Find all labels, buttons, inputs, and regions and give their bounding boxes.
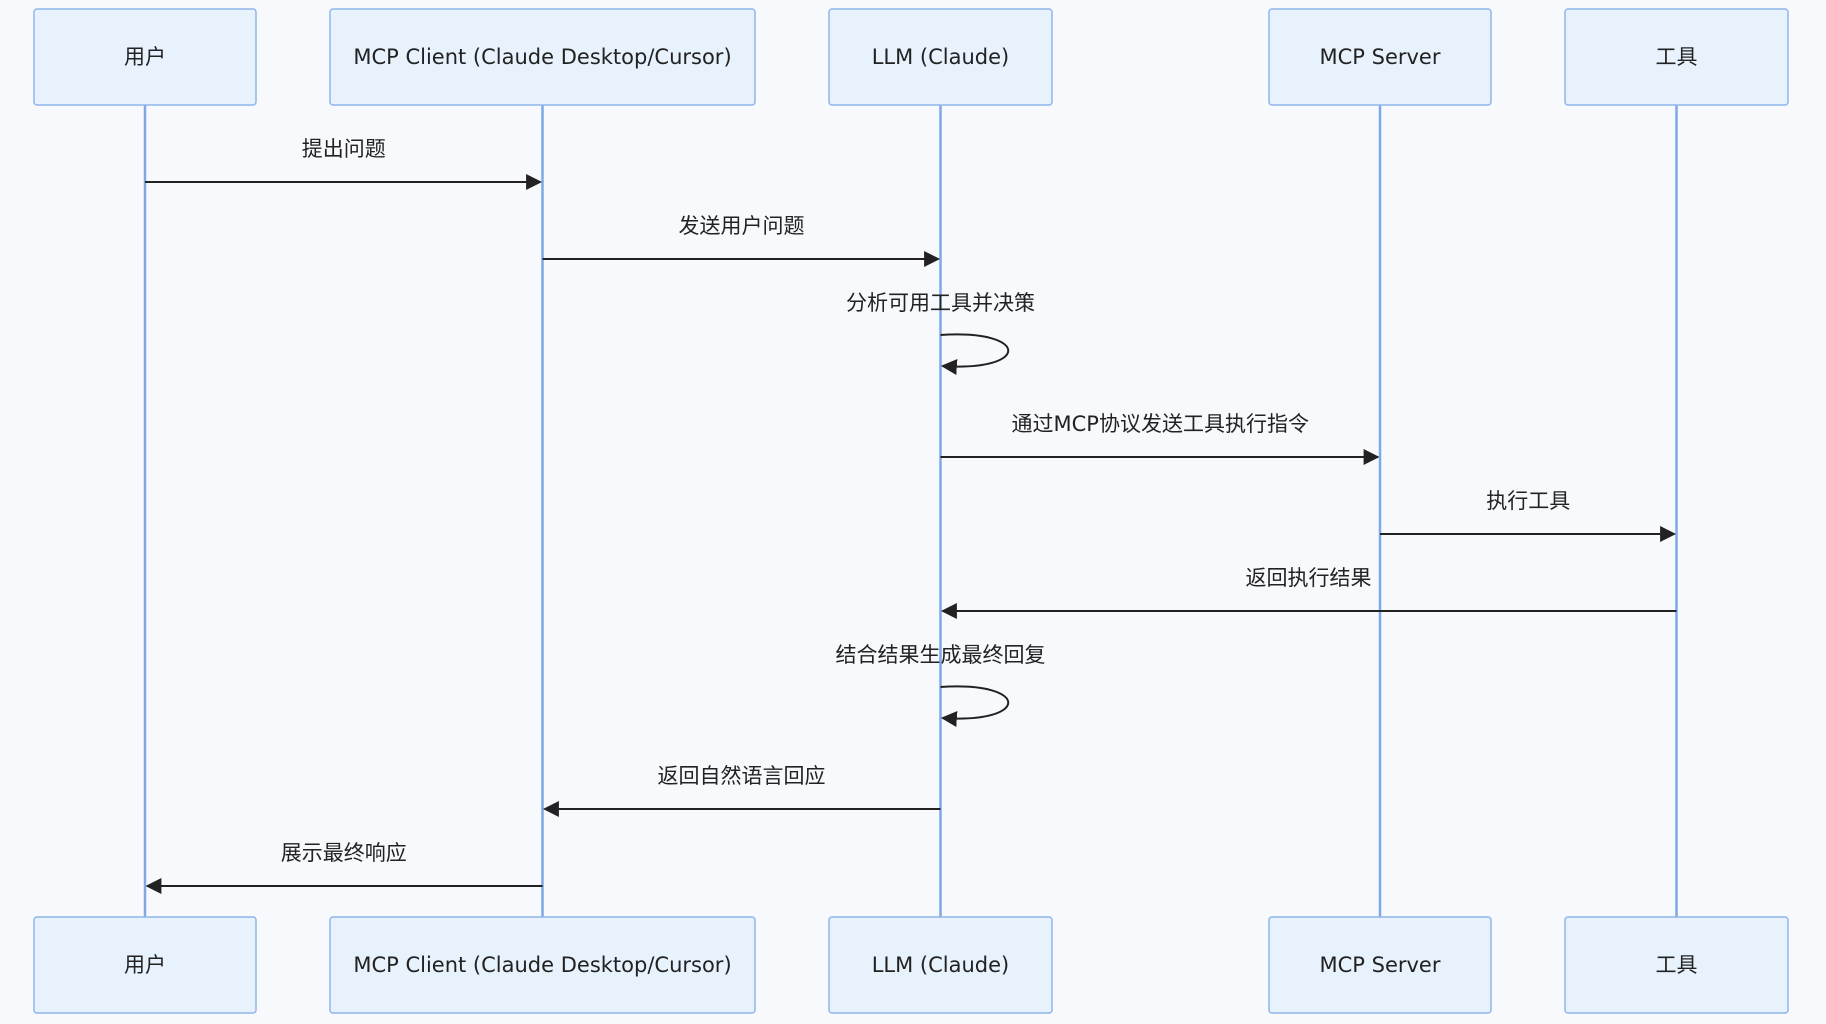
actor-label: 工具 [1656, 953, 1698, 977]
message-8: 返回自然语言回应 [542, 764, 941, 817]
message-3: 分析可用工具并决策 [846, 291, 1035, 375]
actor-tool-top: 工具 [1564, 8, 1789, 106]
message-label: 提出问题 [302, 137, 386, 161]
message-label: 执行工具 [1486, 489, 1570, 513]
actor-box [828, 8, 1053, 106]
actor-box [1268, 916, 1492, 1014]
message-label: 发送用户问题 [679, 214, 805, 238]
actor-label: MCP Server [1320, 45, 1441, 69]
actor-tool-bottom: 工具 [1564, 916, 1789, 1014]
message-label: 通过MCP协议发送工具执行指令 [1012, 412, 1309, 436]
actor-label: MCP Client (Claude Desktop/Cursor) [353, 45, 731, 69]
actor-client-bottom: MCP Client (Claude Desktop/Cursor) [329, 916, 756, 1014]
message-6: 返回执行结果 [940, 566, 1677, 619]
actor-label: 用户 [124, 953, 166, 977]
actor-client-top: MCP Client (Claude Desktop/Cursor) [329, 8, 756, 106]
message-1: 提出问题 [145, 137, 543, 190]
actor-llm-top: LLM (Claude) [828, 8, 1053, 106]
actor-llm-bottom: LLM (Claude) [828, 916, 1053, 1014]
message-label: 返回自然语言回应 [658, 764, 826, 788]
message-5: 执行工具 [1380, 489, 1677, 542]
actor-label: 用户 [124, 45, 166, 69]
actor-box [828, 916, 1053, 1014]
message-label: 返回执行结果 [1246, 566, 1372, 590]
actor-box [329, 8, 756, 106]
message-7: 结合结果生成最终回复 [836, 643, 1046, 727]
message-4: 通过MCP协议发送工具执行指令 [940, 412, 1380, 465]
message-2: 发送用户问题 [542, 214, 941, 267]
message-9: 展示最终响应 [145, 841, 543, 894]
actor-label: LLM (Claude) [872, 953, 1010, 977]
actor-server-bottom: MCP Server [1268, 916, 1492, 1014]
actor-box [1564, 8, 1789, 106]
message-label: 结合结果生成最终回复 [836, 643, 1046, 667]
actor-label: 工具 [1656, 45, 1698, 69]
actor-box [33, 916, 257, 1014]
actor-box [1268, 8, 1492, 106]
self-loop-arrow [940, 685, 1010, 727]
actor-box [1564, 916, 1789, 1014]
actor-user-bottom: 用户 [33, 916, 257, 1014]
actor-label: MCP Client (Claude Desktop/Cursor) [353, 953, 731, 977]
message-label: 展示最终响应 [281, 841, 407, 865]
self-loop-arrow [940, 333, 1010, 375]
actor-user-top: 用户 [33, 8, 257, 106]
actor-label: MCP Server [1320, 953, 1441, 977]
actor-box [33, 8, 257, 106]
actor-server-top: MCP Server [1268, 8, 1492, 106]
actor-label: LLM (Claude) [872, 45, 1010, 69]
message-label: 分析可用工具并决策 [846, 291, 1035, 315]
actor-box [329, 916, 756, 1014]
